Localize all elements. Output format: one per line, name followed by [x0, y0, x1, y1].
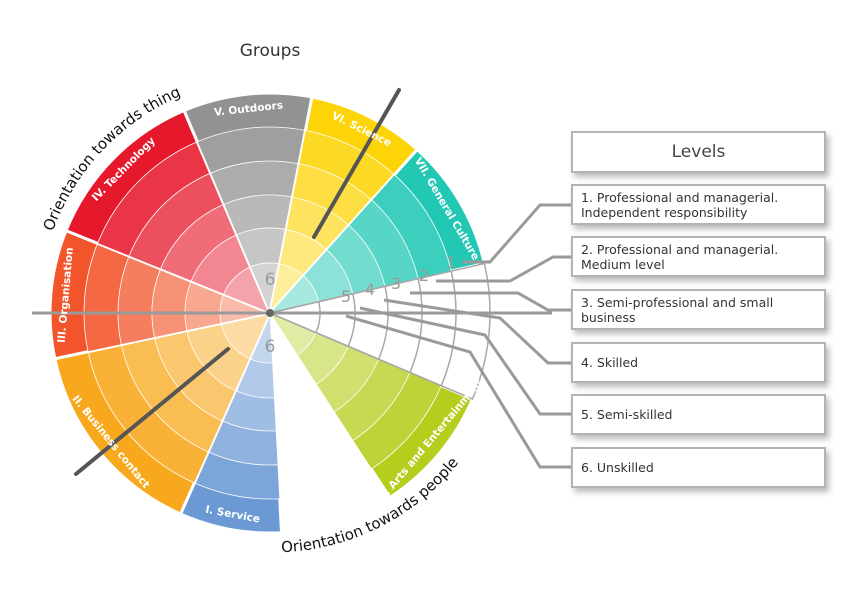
ring-number-1: 1	[446, 253, 456, 272]
level-connector-3	[410, 291, 571, 312]
wheel-center-dot	[266, 309, 274, 317]
center-number-2: 6	[265, 337, 276, 357]
divider-line-lower	[74, 347, 230, 476]
level-box-6: 6. Unskilled	[571, 447, 826, 488]
sector-8	[266, 309, 475, 500]
ring-number-2: 2	[419, 266, 429, 285]
level-connector-4	[383, 298, 571, 365]
ring-number-3: 3	[391, 274, 401, 293]
level-connector-2	[436, 255, 571, 283]
level-box-4: 4. Skilled	[571, 342, 826, 383]
level-scale-ring-1	[267, 300, 321, 334]
levels-header: Levels	[571, 131, 826, 173]
level-connector-1	[462, 203, 571, 264]
groups-title: Groups	[240, 41, 301, 61]
level-box-1: 1. Professional and managerial. Independ…	[571, 184, 826, 225]
career-wheel	[48, 91, 491, 535]
level-connector-6	[345, 314, 571, 469]
level-scale-wedge	[267, 262, 491, 400]
sector-3	[48, 228, 276, 361]
sector-7	[265, 147, 487, 316]
divider-line-upper	[312, 88, 401, 239]
level-box-2: 2. Professional and managerial. Medium l…	[571, 236, 826, 277]
center-number-1: 6	[265, 270, 276, 290]
level-box-5: 5. Semi-skilled	[571, 394, 826, 435]
level-connector-5	[359, 306, 571, 416]
level-box-3: 3. Semi-professional and small business	[571, 289, 826, 330]
center-numbers: 66	[265, 270, 276, 357]
sector-2	[53, 310, 273, 516]
ring-number-5: 5	[341, 287, 351, 306]
sector-4	[64, 108, 273, 316]
sector-6	[267, 95, 420, 319]
ring-number-4: 4	[365, 280, 375, 299]
sector-1	[178, 312, 284, 535]
level-connectors	[345, 203, 571, 469]
